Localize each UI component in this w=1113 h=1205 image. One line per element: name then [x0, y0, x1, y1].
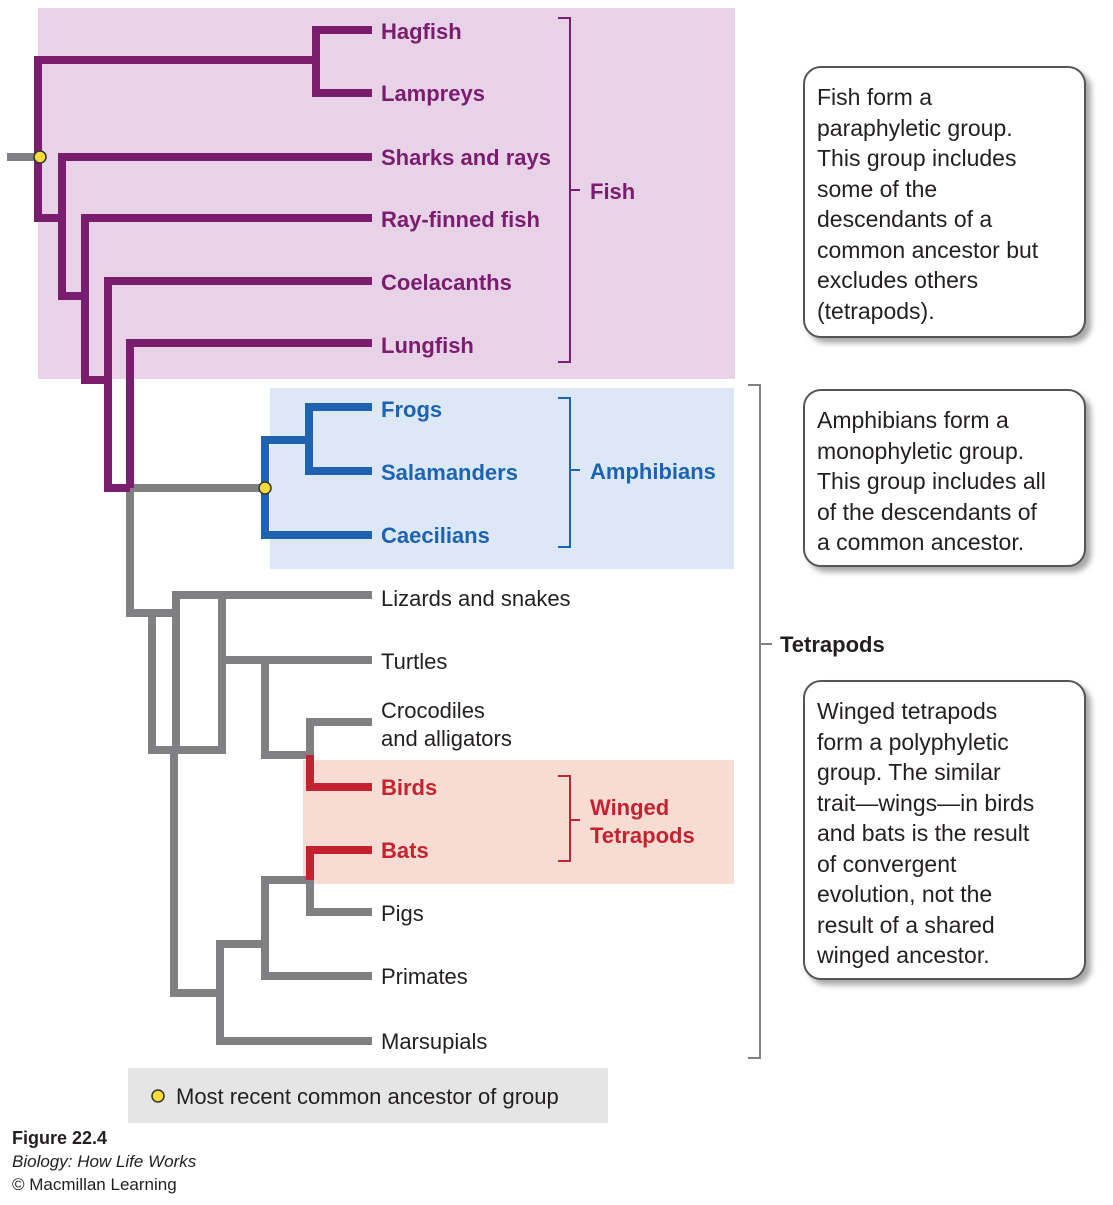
- winged-branches: [306, 755, 372, 880]
- group-label-fish: Fish: [590, 179, 635, 204]
- winged-callout-line: Winged tetrapods: [817, 698, 998, 724]
- winged-bracket: [558, 775, 580, 862]
- taxon-label-caecilians: Caecilians: [381, 523, 490, 548]
- winged-callout-line: of convergent: [817, 850, 957, 877]
- winged-callout-line: and bats is the result: [817, 820, 1030, 846]
- taxon-label-birds: Birds: [381, 775, 437, 800]
- winged-callout-line: winged ancestor.: [817, 942, 990, 968]
- taxon-label-salamanders: Salamanders: [381, 460, 518, 485]
- fish-callout: Fish form a paraphyletic group. This gro…: [803, 66, 1086, 338]
- winged-callout-line: result of a shared: [817, 911, 995, 938]
- amphibian-callout-line: Amphibians form a: [817, 407, 1009, 433]
- amphibian-callout-line: a common ancestor.: [817, 529, 1025, 555]
- group-label-tetrapods: Tetrapods: [780, 632, 885, 657]
- fish-bracket: [558, 17, 580, 363]
- fish-common-ancestor-node: [33, 150, 47, 164]
- taxon-label-lizards-and-snakes: Lizards and snakes: [381, 586, 571, 611]
- taxon-label-coelacanths: Coelacanths: [381, 270, 512, 295]
- taxon-label-marsupials: Marsupials: [381, 1029, 487, 1054]
- fish-callout-line: This group includes: [817, 145, 1017, 171]
- winged-callout-line: evolution, not the: [817, 881, 993, 907]
- amphibian-common-ancestor-node: [258, 481, 272, 495]
- amphibian-callout-line: monophyletic group.: [817, 437, 1025, 464]
- taxon-label-lampreys: Lampreys: [381, 81, 485, 106]
- taxon-label-primates: Primates: [381, 964, 468, 989]
- taxon-label-turtles: Turtles: [381, 649, 447, 674]
- taxon-label-ray-finned-fish: Ray-finned fish: [381, 207, 540, 232]
- figure-number: Figure 22.4: [12, 1128, 108, 1148]
- winged-callout: Winged tetrapods form a polyphyletic gro…: [803, 680, 1086, 980]
- taxon-label-sharks-and-rays: Sharks and rays: [381, 145, 551, 170]
- taxon-label-crocodiles-line1: Crocodiles: [381, 698, 485, 723]
- fish-group-shading: [38, 8, 735, 379]
- tetrapod-branches: [7, 153, 372, 1045]
- fish-callout-line: (tetrapods).: [817, 297, 935, 324]
- legend-box: [128, 1068, 608, 1123]
- book-title: Biology: How Life Works: [12, 1152, 197, 1171]
- taxon-label-hagfish: Hagfish: [381, 19, 462, 44]
- winged-callout-line: trait—wings—in birds: [817, 789, 1035, 816]
- amphibian-callout-line: of the descendants of: [817, 498, 1037, 525]
- taxon-label-pigs: Pigs: [381, 901, 424, 926]
- amphibian-bracket: [558, 397, 580, 548]
- fish-callout-line: descendants of a: [817, 206, 993, 232]
- winged-callout-line: form a polyphyletic: [817, 728, 1009, 755]
- amphibian-callout-line: This group includes all: [817, 468, 1046, 494]
- fish-callout-line: paraphyletic group.: [817, 114, 1013, 141]
- group-label-winged-line2: Tetrapods: [590, 823, 695, 848]
- publisher-credit: © Macmillan Learning: [12, 1175, 177, 1194]
- winged-callout-line: group. The similar: [817, 759, 1001, 785]
- taxon-label-lungfish: Lungfish: [381, 333, 474, 358]
- amphibian-branches: [261, 403, 372, 539]
- winged-group-shading: [303, 760, 734, 884]
- group-label-winged-line1: Winged: [590, 795, 669, 820]
- tetrapods-bracket: [748, 384, 772, 1059]
- amphibian-callout: Amphibians form a monophyletic group. Th…: [803, 389, 1086, 567]
- fish-callout-line: Fish form a: [817, 84, 933, 110]
- fish-branches: [34, 26, 372, 492]
- legend-label: Most recent common ancestor of group: [176, 1084, 559, 1109]
- fish-callout-line: common ancestor but: [817, 236, 1039, 263]
- taxon-label-crocodiles-line2: and alligators: [381, 726, 512, 751]
- fish-callout-line: excludes others: [817, 267, 979, 293]
- group-label-amphibians: Amphibians: [590, 459, 716, 484]
- taxon-label-frogs: Frogs: [381, 397, 442, 422]
- taxon-label-bats: Bats: [381, 838, 429, 863]
- legend-node-marker: [151, 1089, 165, 1103]
- fish-callout-line: some of the: [817, 175, 938, 202]
